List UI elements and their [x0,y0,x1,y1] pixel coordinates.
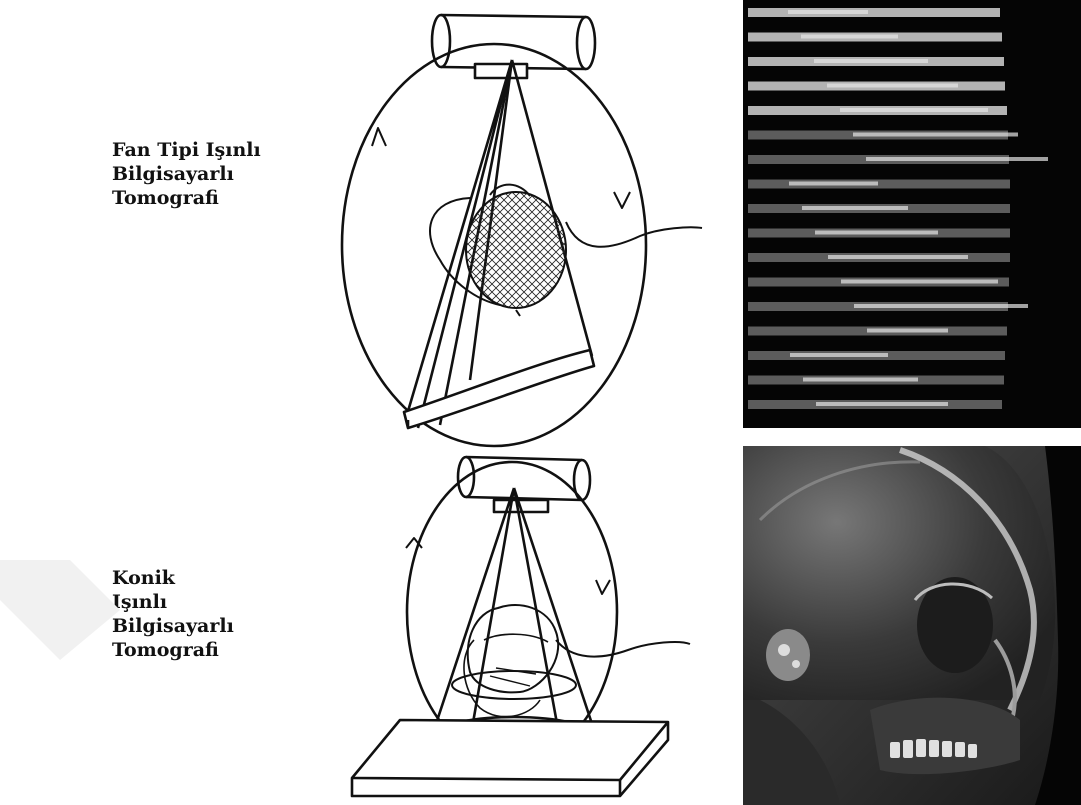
ct-slice-highlight [802,206,908,210]
ct-slice-highlight [866,157,1048,161]
fan-beam-ct-drawing [342,15,702,446]
ct-slice-band [748,8,1000,17]
ct-slice-highlight [790,353,888,357]
ct-slice-band [748,180,1010,189]
fan-beam-ct-image [743,0,1081,428]
rotation-arrow-icon [614,192,630,208]
ct-slice-highlight [854,304,1028,308]
ct-slice-highlight [815,231,938,235]
xray-source-icon [458,457,590,512]
ct-slice-highlight [867,329,948,333]
ct-slice-highlight [828,255,968,259]
ct-slice-highlight [803,378,918,382]
cone-beam-ct-image [743,446,1081,805]
ct-slice-highlight [840,108,988,112]
ct-slice-highlight [801,35,898,39]
watermark-shape [0,560,120,660]
rotation-arrow-icon [372,128,386,146]
ct-slice-highlight [814,59,928,63]
ct-slice-highlight [853,133,1018,137]
ct-slice-highlight [827,84,958,88]
ct-slice-highlight [789,182,878,186]
cone-beam-ct-drawing [352,457,690,796]
rotation-arrow-icon [596,580,610,594]
ct-slice-highlight [788,10,868,14]
ct-slice-highlight [816,402,948,406]
ct-slice-highlight [841,280,998,284]
